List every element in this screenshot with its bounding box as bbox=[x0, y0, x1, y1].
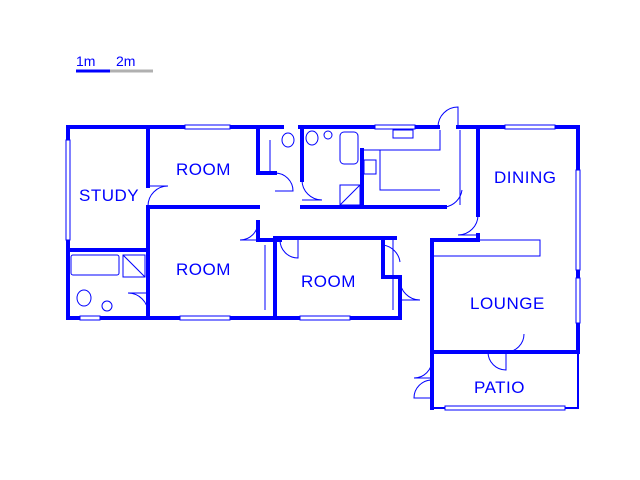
interior-walls bbox=[66, 125, 480, 354]
room-label-room-small: ROOM bbox=[301, 272, 356, 291]
bathtub-icon bbox=[339, 131, 359, 165]
windows bbox=[65, 124, 581, 411]
room-label-room-top: ROOM bbox=[176, 160, 231, 179]
doors bbox=[127, 106, 525, 399]
room-labels: STUDY ROOM ROOM ROOM DINING LOUNGE PATIO bbox=[79, 160, 557, 397]
toilet-icon bbox=[281, 132, 295, 148]
stove-icon bbox=[363, 159, 377, 175]
basin-icon bbox=[101, 300, 113, 312]
room-label-study: STUDY bbox=[79, 186, 139, 205]
fixtures bbox=[70, 129, 541, 312]
room-label-patio: PATIO bbox=[474, 378, 525, 397]
room-label-room-middle: ROOM bbox=[176, 260, 231, 279]
room-label-dining: DINING bbox=[494, 168, 557, 187]
sink-icon bbox=[392, 129, 414, 139]
toilet-icon bbox=[305, 130, 319, 146]
basin-icon bbox=[323, 130, 333, 140]
bathtub-icon bbox=[70, 254, 120, 276]
counter bbox=[431, 239, 541, 257]
scale-bar: 1m 2m bbox=[76, 53, 153, 73]
scale-label-2m: 2m bbox=[116, 53, 135, 69]
scale-label-1m: 1m bbox=[76, 53, 95, 69]
room-label-lounge: LOUNGE bbox=[470, 294, 545, 313]
kitchen-counter bbox=[379, 150, 440, 191]
toilet-icon bbox=[76, 289, 92, 307]
kitchen-counter bbox=[362, 130, 441, 151]
